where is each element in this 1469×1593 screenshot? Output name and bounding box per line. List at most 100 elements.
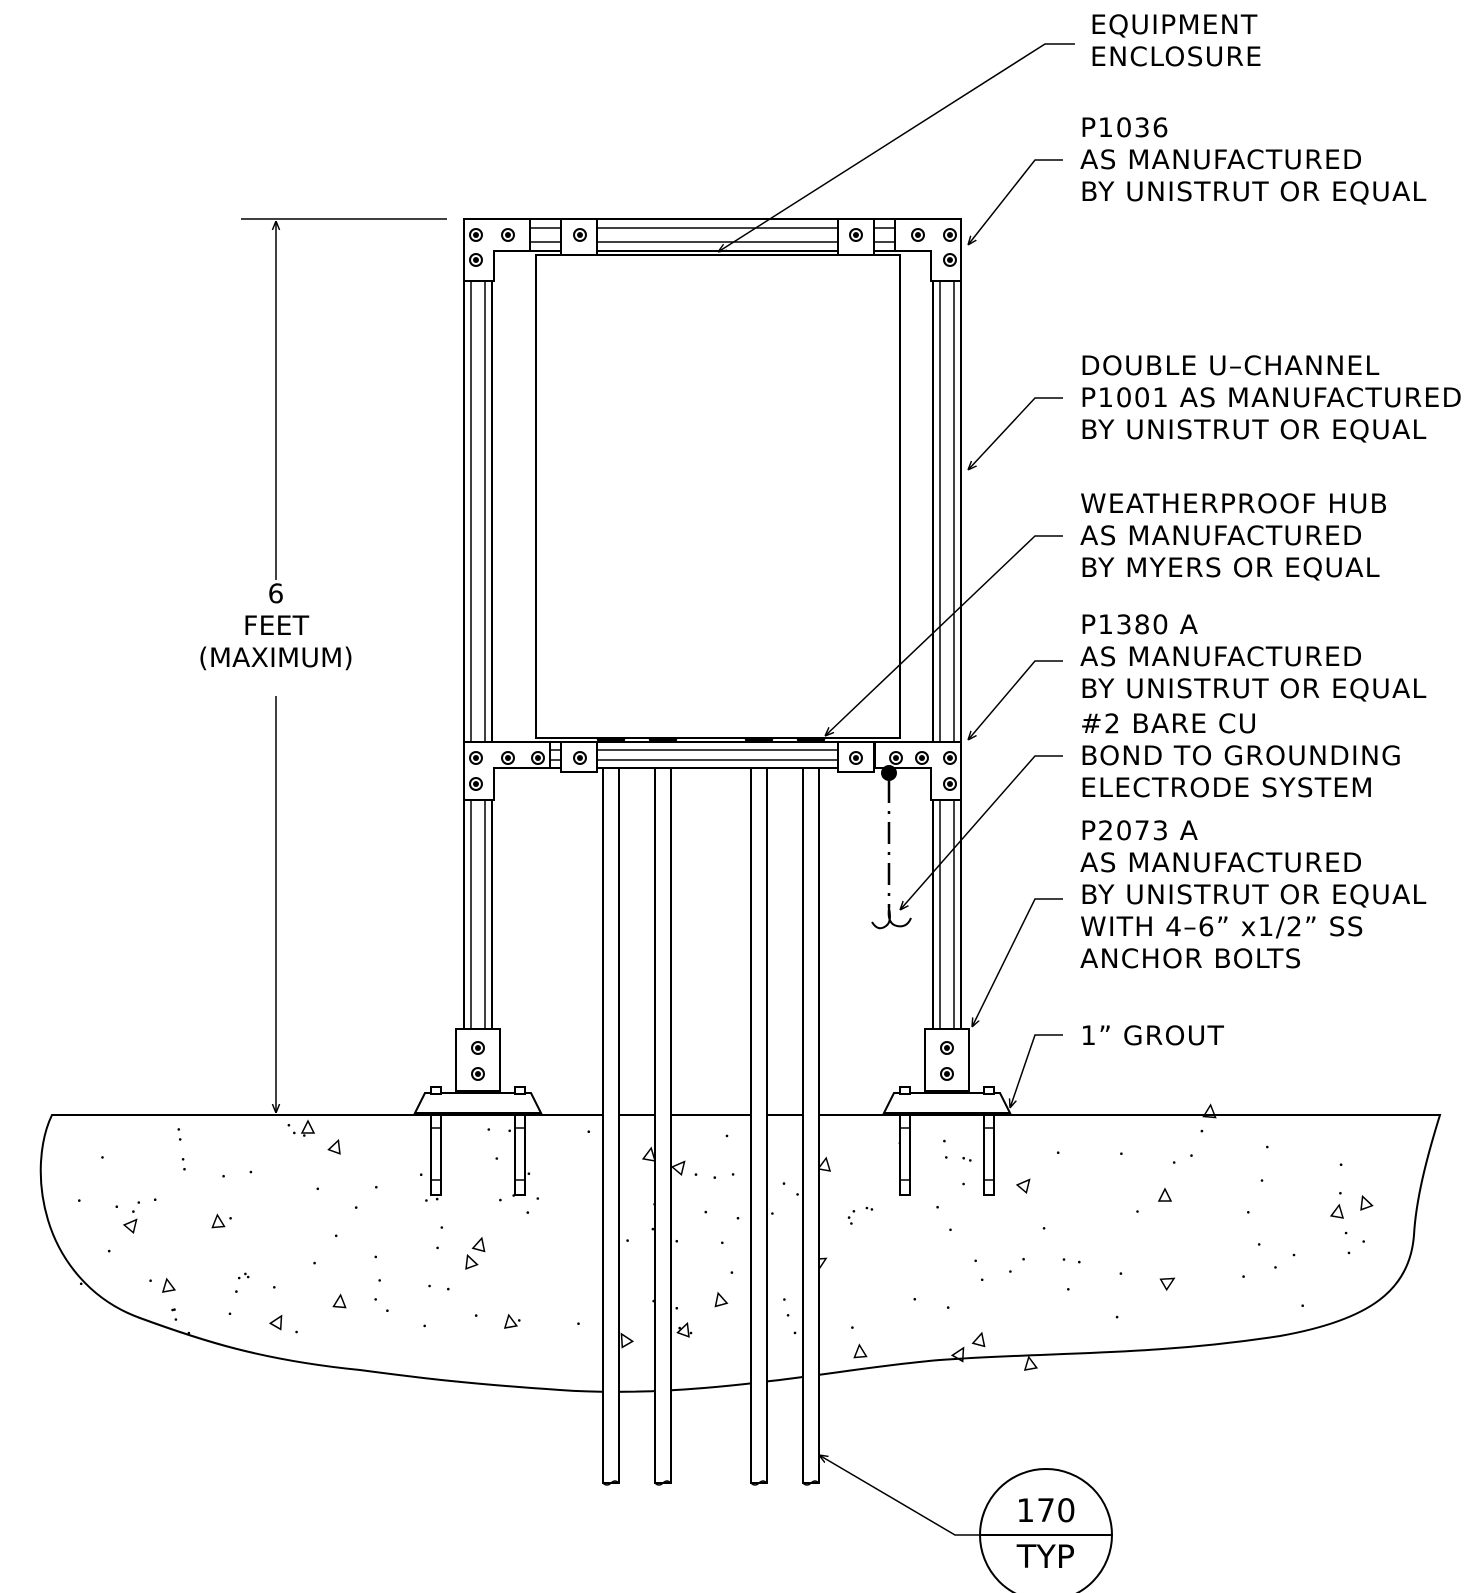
aggregate-speck (237, 1276, 241, 1280)
unistrut-frame (413, 218, 1012, 1196)
aggregate-stone (1159, 1277, 1176, 1292)
aggregate-speck (1274, 1266, 1277, 1269)
ground-wire (871, 765, 912, 930)
aggregate-speck (229, 1217, 232, 1220)
aggregate-speck (1260, 1179, 1264, 1182)
bolt-head (469, 751, 483, 765)
aggregate-speck (508, 1129, 512, 1133)
aggregate-speck (132, 1210, 135, 1213)
aggregate-stone (714, 1291, 729, 1308)
aggregate-speck (174, 1318, 178, 1321)
concrete-foundation (39, 1103, 1442, 1393)
callout-bare-cu: #2 BARE CU BOND TO GROUNDING ELECTRODE S… (1080, 709, 1413, 804)
callout-p1036: P1036 AS MANUFACTURED BY UNISTRUT OR EQU… (1080, 113, 1427, 208)
aggregate-speck (651, 1227, 655, 1231)
callout-equipment-enclosure: EQUIPMENT ENCLOSURE (1090, 10, 1268, 73)
aggregate-speck (428, 1284, 431, 1288)
aggregate-stone (465, 1253, 479, 1270)
bolt-head (915, 751, 929, 765)
aggregate-speck (293, 1131, 296, 1135)
anchor-bolt (899, 1114, 911, 1196)
aggregate-speck (1362, 1240, 1365, 1243)
aggregate-speck (423, 1324, 427, 1328)
aggregate-stone (971, 1331, 986, 1348)
aggregate-speck (1067, 1288, 1070, 1291)
aggregate-speck (354, 1206, 358, 1209)
base-fitting-left (413, 1028, 543, 1114)
aggregate-speck (474, 1314, 478, 1317)
bolt-head (943, 777, 957, 791)
aggregate-speck (736, 1216, 740, 1220)
aggregate-speck (235, 1290, 238, 1293)
aggregate-speck (783, 1298, 786, 1301)
aggregate-speck (447, 1287, 450, 1291)
aggregate-speck (913, 1297, 917, 1301)
aggregate-speck (536, 1197, 540, 1200)
aggregate-stone (161, 1277, 177, 1293)
aggregate-speck (499, 1198, 502, 1202)
aggregate-speck (626, 1239, 629, 1242)
aggregate-speck (865, 1206, 869, 1210)
aggregate-speck (244, 1272, 247, 1276)
callout-weatherproof-hub: WEATHERPROOF HUB AS MANUFACTURED BY MYER… (1080, 489, 1399, 584)
callout-p2073a: P2073 A AS MANUFACTURED BY UNISTRUT OR E… (1080, 816, 1437, 975)
aggregate-speck (1200, 1129, 1204, 1133)
conduit-4 (796, 739, 826, 1486)
aggregate-stone (503, 1313, 519, 1329)
leader-bare-cu (900, 755, 1063, 910)
aggregate-speck (425, 1199, 428, 1202)
aggregate-stone (471, 1236, 486, 1253)
bolt-head (471, 1041, 485, 1055)
aggregate-speck (153, 1198, 157, 1201)
aggregate-speck (518, 1319, 521, 1322)
aggregate-speck (440, 1226, 444, 1229)
aggregate-speck (974, 1259, 977, 1263)
conduits (596, 739, 826, 1486)
right-post (932, 218, 962, 1030)
aggregate-stone (300, 1119, 316, 1134)
aggregate-speck (969, 1159, 972, 1162)
bolt-head (469, 253, 483, 267)
leader-p1380a (968, 660, 1063, 740)
aggregate-speck (295, 1330, 298, 1334)
bolt-head (471, 1067, 485, 1081)
aggregate-speck (675, 1239, 679, 1243)
aggregate-speck (178, 1138, 182, 1141)
aggregate-speck (79, 1282, 83, 1286)
aggregate-speck (980, 1278, 984, 1282)
anchor-bolts (430, 1114, 995, 1196)
aggregate-speck (1247, 1211, 1250, 1214)
aggregate-speck (495, 1157, 499, 1160)
aggregate-speck (1115, 1315, 1119, 1319)
aggregate-speck (187, 1331, 191, 1335)
aggregate-stone (816, 1156, 832, 1172)
aggregate-speck (177, 1128, 181, 1131)
aggregate-stone (670, 1160, 686, 1177)
aggregate-speck (374, 1255, 378, 1259)
aggregate-speck (675, 1306, 679, 1310)
aggregate-speck (1266, 1145, 1269, 1149)
aggregate-speck (725, 1134, 729, 1138)
aggregate-speck (107, 1249, 111, 1253)
aggregate-speck (782, 1182, 786, 1185)
leader-lines (718, 43, 1075, 1536)
bolt-head (943, 228, 957, 242)
aggregate-speck (1190, 1154, 1193, 1157)
aggregate-speck (527, 1172, 531, 1175)
aggregate-speck (374, 1298, 378, 1301)
aggregate-speck (1062, 1258, 1066, 1261)
aggregate-speck (870, 1208, 874, 1211)
aggregate-speck (847, 1216, 851, 1219)
leader-double-u-channel (968, 397, 1063, 470)
aggregate-speck (115, 1205, 119, 1208)
dimension-qualifier: (MAXIMUM) (198, 643, 354, 674)
aggregate-speck (303, 1134, 306, 1137)
anchor-bolt (430, 1114, 442, 1196)
aggregate-speck (1042, 1227, 1046, 1230)
aggregate-stone (950, 1346, 965, 1363)
bolt-head (943, 751, 957, 765)
aggregate-speck (577, 1322, 580, 1325)
aggregate-speck (1172, 1161, 1176, 1164)
aggregate-stone (853, 1343, 868, 1359)
aggregate-speck (1347, 1251, 1351, 1255)
